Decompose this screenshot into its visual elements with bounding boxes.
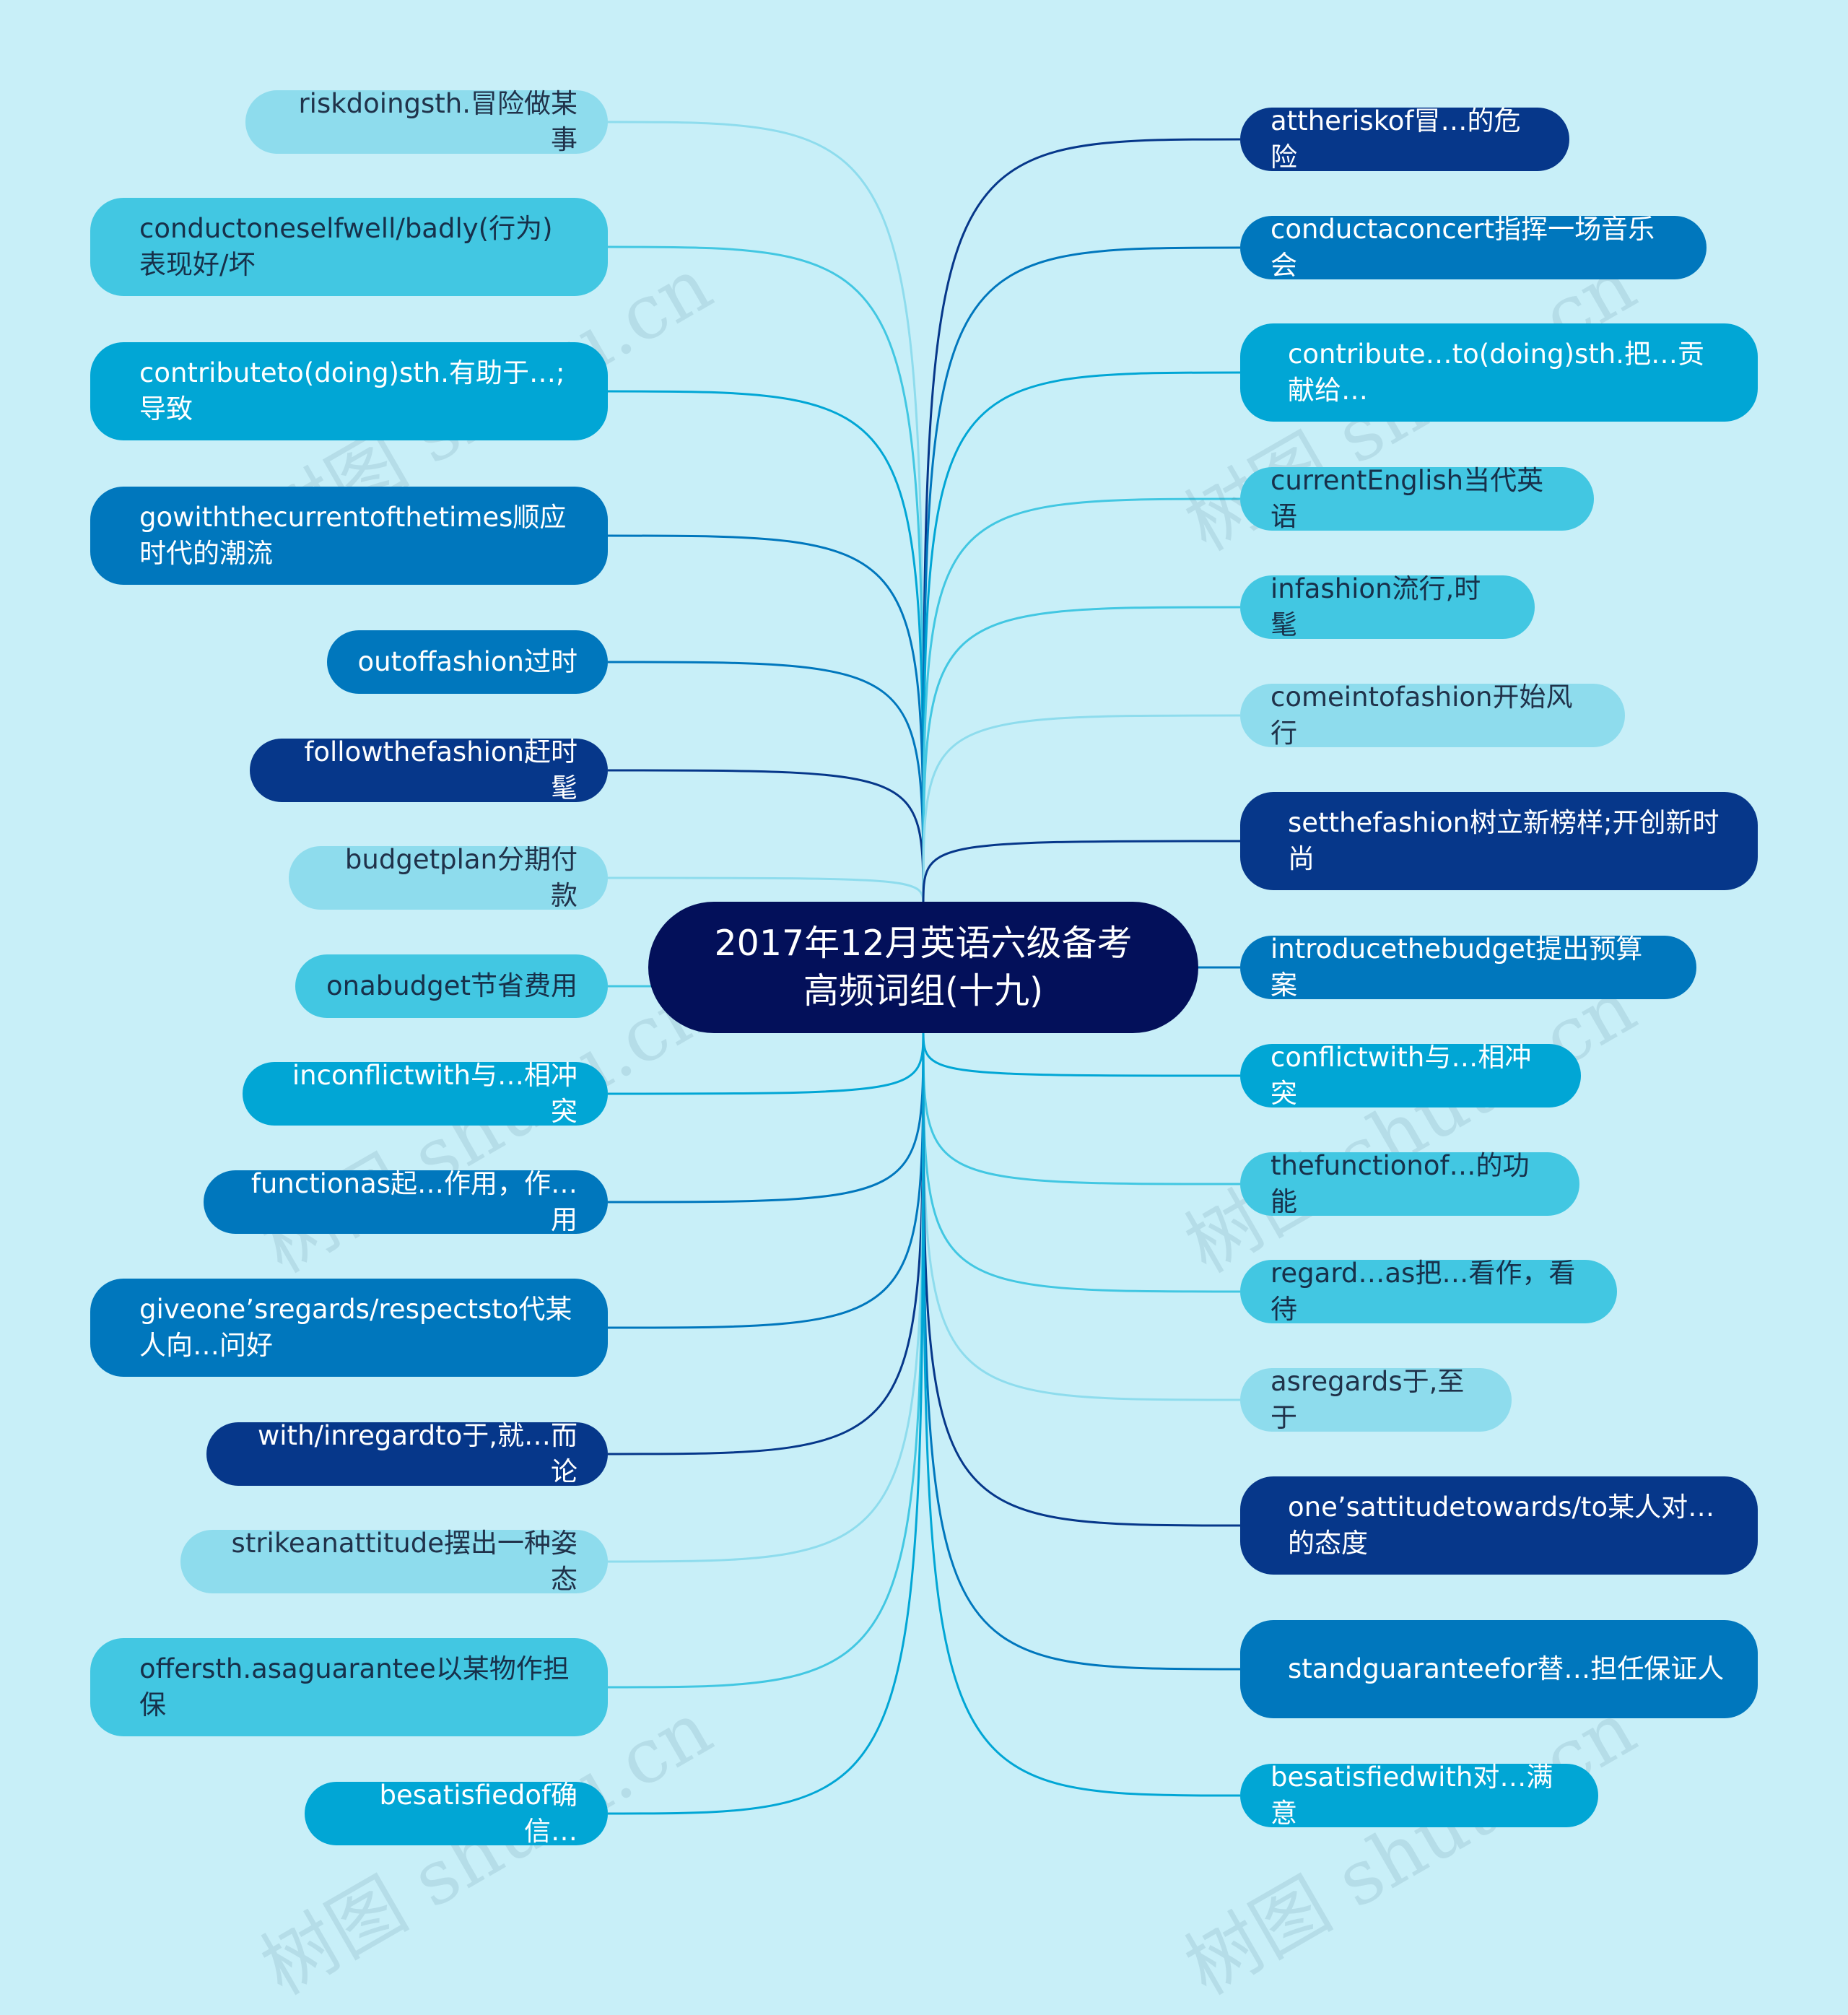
right-connector-6 (922, 714, 1241, 907)
left-topic-9[interactable]: inconflictwith与…相冲突 (243, 1060, 608, 1127)
central-topic[interactable]: 2017年12月英语六级备考 高频词组(十九) (648, 902, 1198, 1033)
right-connector-10 (922, 1028, 1241, 1185)
left-topic-2[interactable]: conductoneselfwell/badly(行为)表现好/坏 (90, 198, 608, 296)
right-connector-9 (922, 1028, 1241, 1077)
left-connector-9 (607, 1028, 925, 1095)
left-topic-10[interactable]: functionas起…作用，作…用 (204, 1168, 608, 1235)
right-topic-13[interactable]: one’sattitudetowards/to某人对…的态度 (1240, 1476, 1758, 1575)
right-connector-12 (922, 1028, 1241, 1401)
right-topic-3[interactable]: contribute…to(doing)sth.把…贡献给… (1240, 323, 1758, 422)
right-connector-14 (922, 1028, 1241, 1671)
right-topic-14[interactable]: standguaranteefor替…担任保证人 (1240, 1620, 1758, 1718)
mind-map-canvas: 树图 shutu.cn 树图 shutu.cn 树图 shutu.cn 树图 s… (90, 88, 1758, 2011)
right-topic-15[interactable]: besatisfiedwith对…满意 (1240, 1762, 1598, 1829)
left-connector-6 (607, 769, 925, 907)
left-topic-8[interactable]: onabudget节省费用 (295, 954, 608, 1018)
right-connector-5 (922, 606, 1241, 907)
right-topic-8[interactable]: introducethebudget提出预算案 (1240, 933, 1696, 1001)
left-topic-1[interactable]: riskdoingsth.冒险做某事 (245, 88, 608, 155)
right-connector-7 (922, 840, 1241, 907)
left-topic-3[interactable]: contributeto(doing)sth.有助于…;导致 (90, 342, 608, 440)
right-topic-11[interactable]: regard…as把…看作，看待 (1240, 1258, 1617, 1325)
right-topic-9[interactable]: conflictwith与…相冲突 (1240, 1042, 1581, 1109)
left-connector-3 (607, 390, 925, 907)
left-topic-4[interactable]: gowiththecurrentofthetimes顺应时代的潮流 (90, 487, 608, 585)
left-topic-13[interactable]: strikeanattitude摆出一种姿态 (180, 1528, 608, 1595)
right-connector-2 (922, 246, 1241, 907)
left-topic-7[interactable]: budgetplan分期付款 (289, 844, 608, 911)
right-topic-12[interactable]: asregards于,至于 (1240, 1366, 1512, 1433)
right-topic-1[interactable]: attheriskof冒…的危险 (1240, 105, 1569, 173)
left-connector-11 (607, 1028, 925, 1329)
right-connector-3 (922, 371, 1241, 907)
central-topic-line-1: 2017年12月英语六级备考 (714, 923, 1133, 964)
left-connector-14 (607, 1028, 925, 1689)
left-topic-5[interactable]: outoffashion过时 (327, 630, 608, 694)
left-connector-1 (607, 121, 925, 907)
right-topic-10[interactable]: thefunctionof…的功能 (1240, 1150, 1579, 1217)
right-topic-7[interactable]: setthefashion树立新榜样;开创新时尚 (1240, 792, 1758, 890)
right-topic-4[interactable]: currentEnglish当代英语 (1240, 465, 1594, 532)
right-connector-4 (922, 497, 1241, 907)
left-connector-4 (607, 534, 925, 907)
right-connector-13 (922, 1028, 1241, 1527)
left-topic-15[interactable]: besatisfiedof确信… (305, 1780, 608, 1847)
right-topic-2[interactable]: conductaconcert指挥一场音乐会 (1240, 214, 1707, 281)
left-topic-11[interactable]: giveone’sregards/respectsto代某人向…问好 (90, 1279, 608, 1377)
left-topic-6[interactable]: followthefashion赶时髦 (250, 736, 608, 804)
left-connector-13 (607, 1028, 925, 1563)
left-topic-14[interactable]: offersth.asaguarantee以某物作担保 (90, 1638, 608, 1736)
left-connector-15 (607, 1028, 925, 1815)
left-topic-12[interactable]: with/inregardto于,就…而论 (206, 1420, 608, 1487)
right-connector-11 (922, 1028, 1241, 1293)
central-topic-line-2: 高频词组(十九) (803, 970, 1044, 1011)
left-connector-10 (607, 1028, 925, 1204)
left-connector-2 (607, 245, 925, 907)
right-topic-6[interactable]: comeintofashion开始风行 (1240, 682, 1625, 749)
right-connector-15 (922, 1028, 1241, 1797)
right-topic-5[interactable]: infashion流行,时髦 (1240, 573, 1535, 640)
